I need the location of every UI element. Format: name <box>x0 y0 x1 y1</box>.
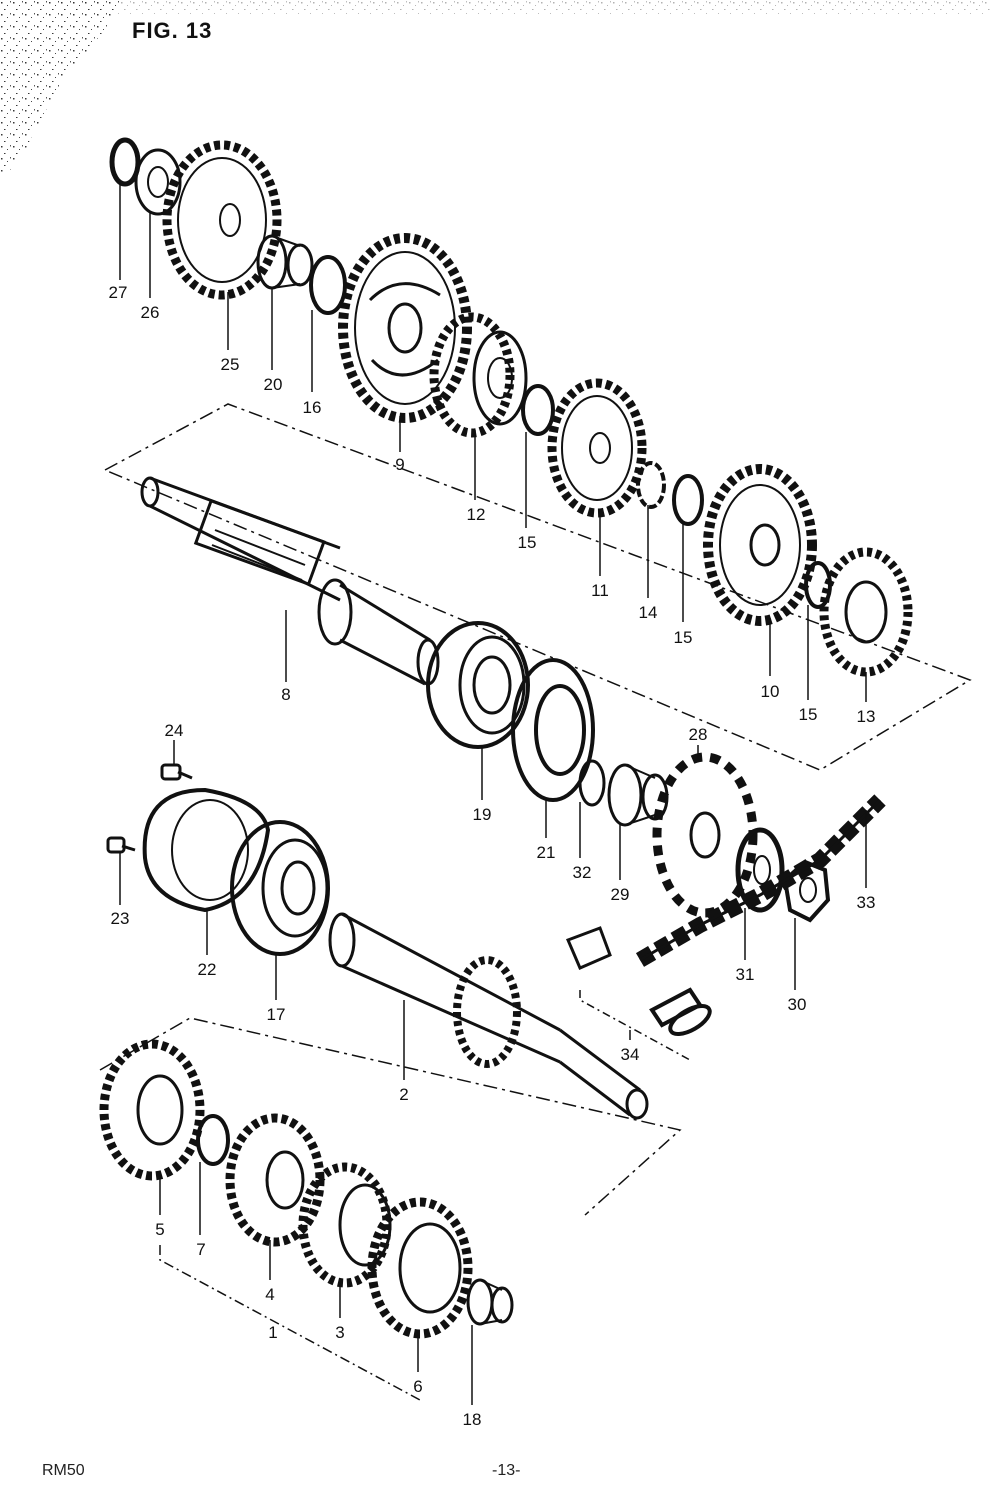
lower-group-frame <box>99 1017 682 1216</box>
callout-15-b: 15 <box>674 628 693 647</box>
callout-21: 21 <box>537 843 556 862</box>
part-2-drive-shaft <box>328 912 649 1120</box>
callout-33: 33 <box>857 893 876 912</box>
callout-26: 26 <box>141 303 160 322</box>
model-label: RM50 <box>42 1462 85 1479</box>
callout-8: 8 <box>281 685 290 704</box>
part-28-engine-sprocket <box>652 752 758 918</box>
part-6-gear <box>367 1197 473 1339</box>
part-17-bearing <box>230 820 330 956</box>
upper-group <box>104 137 972 771</box>
callout-25: 25 <box>221 355 240 374</box>
callout-4: 4 <box>265 1285 274 1304</box>
part-21-oil-seal <box>511 658 595 802</box>
callout-20: 20 <box>264 375 283 394</box>
callout-18: 18 <box>463 1410 482 1429</box>
callout-15-a: 15 <box>518 533 537 552</box>
callout-10: 10 <box>761 682 780 701</box>
callout-labels: 27 26 25 20 16 9 12 15 11 14 15 10 15 13… <box>109 283 876 1429</box>
callout-16: 16 <box>303 398 322 417</box>
part-1-group-bracket <box>159 1245 421 1401</box>
callout-32: 32 <box>573 863 592 882</box>
callout-5: 5 <box>155 1220 164 1239</box>
callout-17: 17 <box>267 1005 286 1024</box>
callout-19: 19 <box>473 805 492 824</box>
callout-27: 27 <box>109 283 128 302</box>
callout-31: 31 <box>736 965 755 984</box>
callout-22: 22 <box>198 960 217 979</box>
part-27-circlip <box>109 137 141 187</box>
part-12-gear <box>429 312 528 438</box>
callout-6: 6 <box>413 1377 422 1396</box>
part-5-gear <box>99 1039 205 1181</box>
callout-28: 28 <box>689 725 708 744</box>
scan-noise <box>0 0 990 180</box>
part-4-gear <box>225 1113 325 1247</box>
callout-13: 13 <box>857 707 876 726</box>
part-16-washer <box>309 255 347 315</box>
part-33-drive-chain <box>635 794 886 967</box>
part-7-circlip <box>196 1114 230 1166</box>
leader-lines <box>119 182 867 1405</box>
part-31-lock-washer <box>735 827 785 913</box>
part-15-washer-b <box>672 474 704 526</box>
part-18-bushing <box>466 1278 514 1326</box>
callout-23: 23 <box>111 909 130 928</box>
callout-11: 11 <box>591 581 609 600</box>
callout-15-c: 15 <box>799 705 818 724</box>
part-11-gear <box>547 378 647 518</box>
part-26-washer <box>134 148 182 216</box>
callout-9: 9 <box>395 455 404 474</box>
part-32-o-ring <box>578 759 606 807</box>
part-23-screw <box>106 836 136 854</box>
figure-title: FIG. 13 <box>132 18 213 43</box>
part-8-countershaft <box>140 476 440 686</box>
part-10-gear <box>703 464 817 626</box>
upper-group-frame <box>104 403 972 771</box>
callout-2: 2 <box>399 1085 408 1104</box>
part-22-retainer-plate <box>142 787 271 913</box>
callout-14: 14 <box>639 603 658 622</box>
part-15-washer-a <box>521 384 555 436</box>
page-number: -13- <box>492 1462 521 1479</box>
part-34-chain-joint <box>566 926 712 1061</box>
callout-24: 24 <box>165 721 184 740</box>
callout-3: 3 <box>335 1323 344 1342</box>
part-25-gear <box>162 140 282 300</box>
part-3-gear <box>298 1162 392 1288</box>
callout-29: 29 <box>611 885 630 904</box>
callout-30: 30 <box>788 995 807 1014</box>
callout-1: 1 <box>268 1323 277 1342</box>
callout-34: 34 <box>621 1045 640 1064</box>
part-9-gear <box>338 233 472 423</box>
part-14-washer <box>636 461 666 509</box>
callout-12: 12 <box>467 505 486 524</box>
callout-7: 7 <box>196 1240 205 1259</box>
part-13-gear <box>819 547 913 677</box>
part-24-screw <box>160 763 193 781</box>
